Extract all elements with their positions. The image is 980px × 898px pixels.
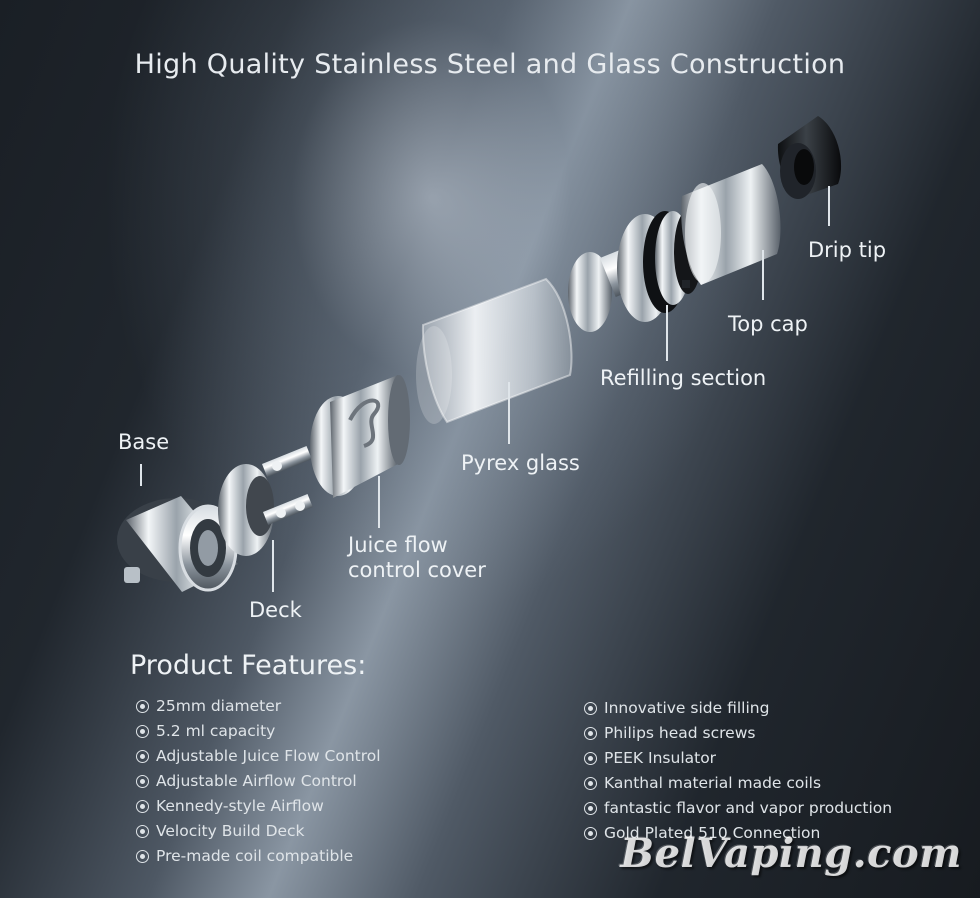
bullet-icon: [584, 777, 597, 790]
pyrex-glass-label: Pyrex glass: [461, 451, 580, 475]
feature-item: Adjustable Juice Flow Control: [136, 744, 381, 769]
feature-item: Pre-made coil compatible: [136, 844, 381, 869]
feature-text: fantastic flavor and vapor production: [604, 799, 893, 817]
feature-item: 5.2 ml capacity: [136, 719, 381, 744]
feature-item: Velocity Build Deck: [136, 819, 381, 844]
feature-item: 25mm diameter: [136, 694, 381, 719]
refilling-section-leader-line: [666, 305, 668, 361]
feature-text: Adjustable Juice Flow Control: [156, 747, 381, 765]
feature-item: PEEK Insulator: [584, 746, 892, 771]
bullet-icon: [136, 700, 149, 713]
bullet-icon: [136, 800, 149, 813]
juice-flow-cover-label: Juice flow control cover: [348, 533, 486, 582]
bullet-icon: [584, 752, 597, 765]
watermark: BelVaping.com: [620, 830, 962, 877]
feature-item: Adjustable Airflow Control: [136, 769, 381, 794]
pyrex-glass-leader-line: [508, 382, 510, 444]
drip-tip-component: [777, 116, 842, 199]
features-title: Product Features:: [130, 650, 367, 681]
feature-item: Philips head screws: [584, 721, 892, 746]
base-component: [117, 496, 238, 592]
bullet-icon: [584, 702, 597, 715]
pyrex-glass-component: [416, 277, 573, 424]
refilling-section-label: Refilling section: [600, 366, 767, 390]
juice-flow-cover-component: [310, 375, 410, 498]
feature-item: Gold Plated 510 Connection: [584, 821, 892, 846]
feature-item: Kennedy-style Airflow: [136, 794, 381, 819]
feature-text: Pre-made coil compatible: [156, 847, 354, 865]
headline: High Quality Stainless Steel and Glass C…: [134, 49, 846, 80]
deck-component: [218, 446, 313, 556]
top-cap-leader-line: [762, 250, 764, 300]
bullet-icon: [136, 850, 149, 863]
feature-text: 25mm diameter: [156, 697, 282, 715]
deck-leader-line: [272, 540, 274, 592]
bullet-icon: [584, 827, 597, 840]
feature-text: Adjustable Airflow Control: [156, 772, 357, 790]
feature-text: Kanthal material made coils: [604, 774, 822, 792]
feature-item: Kanthal material made coils: [584, 771, 892, 796]
base-label: Base: [118, 430, 170, 454]
feature-item: fantastic flavor and vapor production: [584, 796, 892, 821]
base-leader-line: [140, 464, 142, 486]
feature-text: Philips head screws: [604, 724, 756, 742]
bullet-icon: [136, 775, 149, 788]
bullet-icon: [584, 802, 597, 815]
features-list-left: 25mm diameter 5.2 ml capacity Adjustable…: [136, 694, 381, 869]
deck-label: Deck: [249, 598, 302, 622]
bullet-icon: [584, 727, 597, 740]
feature-text: Velocity Build Deck: [156, 822, 305, 840]
top-cap-component: [681, 164, 781, 285]
feature-text: PEEK Insulator: [604, 749, 717, 767]
bullet-icon: [136, 725, 149, 738]
bullet-icon: [136, 825, 149, 838]
feature-text: 5.2 ml capacity: [156, 722, 276, 740]
feature-text: Innovative side filling: [604, 699, 770, 717]
juice-flow-cover-leader-line: [378, 476, 380, 528]
drip-tip-label: Drip tip: [808, 238, 887, 262]
features-list-right: Innovative side filling Philips head scr…: [584, 696, 892, 846]
feature-item: Innovative side filling: [584, 696, 892, 721]
top-cap-label: Top cap: [728, 312, 808, 336]
drip-tip-leader-line: [828, 186, 830, 226]
feature-text: Kennedy-style Airflow: [156, 797, 324, 815]
bullet-icon: [136, 750, 149, 763]
feature-text: Gold Plated 510 Connection: [604, 824, 821, 842]
